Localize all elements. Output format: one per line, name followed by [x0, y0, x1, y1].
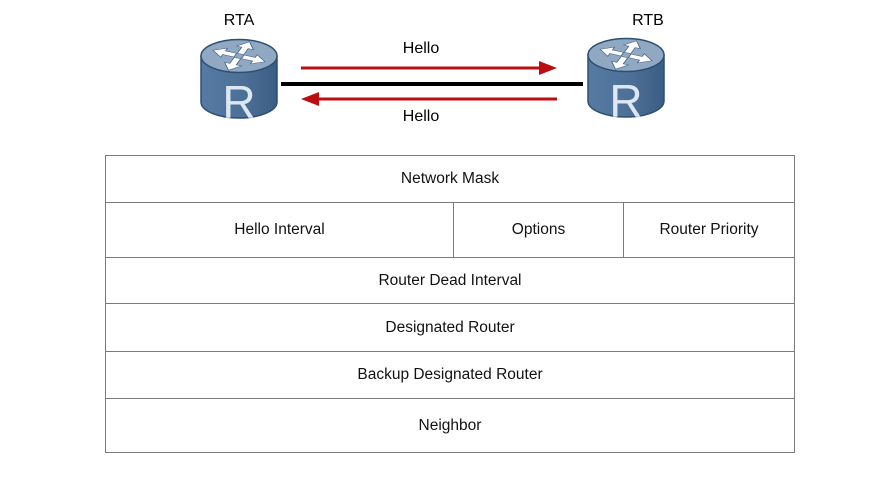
field-router-dead-interval: Router Dead Interval — [378, 271, 522, 289]
hello-packet-table: Network Mask Hello Interval Options Rout… — [105, 155, 795, 453]
table-row-backup-designated-router: Backup Designated Router — [106, 351, 794, 398]
router-b-icon: R — [587, 34, 665, 125]
router-a-icon: R — [200, 35, 278, 126]
field-network-mask: Network Mask — [400, 170, 500, 187]
table-row-dead-interval: Router Dead Interval — [106, 257, 794, 303]
table-row-designated-router: Designated Router — [106, 303, 794, 351]
table-row-interval-options-priority: Hello Interval Options Router Priority — [106, 202, 794, 257]
field-options: Options — [453, 203, 623, 257]
router-a-label: RTA — [223, 12, 255, 29]
hello-arrow-left-icon — [301, 92, 557, 106]
hello-label-top: Hello — [402, 40, 440, 57]
router-b-label: RTB — [632, 12, 664, 29]
link-line — [281, 82, 583, 86]
field-router-priority: Router Priority — [623, 203, 794, 257]
router-a-letter: R — [222, 76, 255, 126]
field-backup-designated-router: Backup Designated Router — [357, 366, 543, 383]
field-neighbor: Neighbor — [418, 416, 482, 434]
field-designated-router: Designated Router — [385, 318, 515, 336]
table-row-network-mask: Network Mask — [106, 156, 794, 202]
field-hello-interval: Hello Interval — [234, 221, 325, 238]
router-b-letter: R — [609, 75, 642, 125]
table-row-neighbor: Neighbor — [106, 398, 794, 452]
hello-arrow-right-icon — [301, 61, 557, 75]
hello-label-bottom: Hello — [402, 108, 440, 125]
